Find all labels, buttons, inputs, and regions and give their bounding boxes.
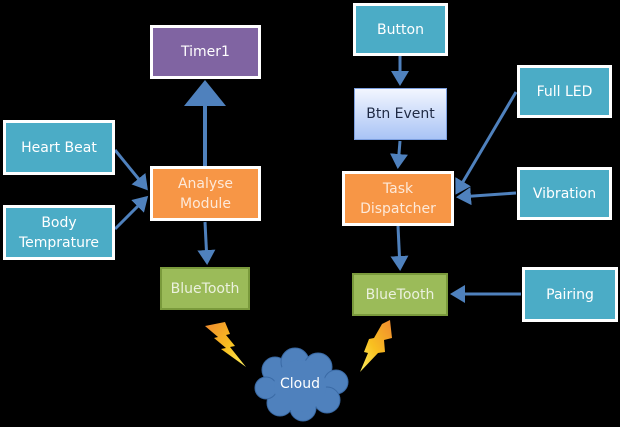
pairing-node: Pairing — [522, 267, 618, 322]
edge-vibration-to-taskdispatcher — [456, 187, 517, 206]
task-dispatcher-label-line2: Dispatcher — [360, 200, 436, 217]
edge-btnevent-to-taskdispatcher — [389, 140, 408, 169]
bluetooth-left-label: BlueTooth — [170, 280, 240, 297]
timer1-label: Timer1 — [181, 44, 230, 60]
lightning-bolt-left-icon — [205, 322, 246, 367]
bluetooth-right-label: BlueTooth — [365, 286, 435, 303]
edge-bodytemp-to-analyse — [113, 195, 149, 231]
body-temperature-label-line1: Body — [41, 214, 77, 231]
task-dispatcher-node: Task Dispatcher — [342, 171, 454, 226]
heart-beat-node: Heart Beat — [3, 120, 115, 175]
button-label: Button — [377, 21, 424, 38]
full-led-label: Full LED — [536, 83, 593, 100]
edge-taskdispatcher-to-bluetooth-right — [390, 225, 409, 271]
cloud-icon — [254, 347, 349, 422]
edge-fullled-to-taskdispatcher — [455, 91, 518, 195]
analyse-module-node: Analyse Module — [150, 166, 261, 221]
edge-analyse-to-bluetooth-left — [197, 221, 216, 265]
lightning-bolt-right-icon — [360, 320, 392, 372]
hollow-triangle-arrowhead — [184, 80, 226, 106]
bluetooth-right-node: BlueTooth — [352, 273, 448, 316]
vibration-label: Vibration — [532, 185, 597, 202]
pairing-label: Pairing — [546, 286, 594, 303]
analyse-module-label-line2: Module — [180, 195, 231, 212]
analyse-module-label-line1: Analyse — [177, 175, 234, 192]
timer1-node: Timer1 — [150, 25, 261, 79]
bluetooth-left-node: BlueTooth — [160, 267, 250, 310]
button-node: Button — [353, 3, 448, 56]
btn-event-node: Btn Event — [354, 88, 447, 140]
cloud-label: Cloud — [280, 376, 320, 392]
vibration-node: Vibration — [517, 167, 612, 220]
full-led-node: Full LED — [517, 65, 612, 118]
heart-beat-label: Heart Beat — [21, 139, 97, 156]
body-temperature-node: Body Temprature — [3, 205, 115, 260]
btn-event-label: Btn Event — [366, 106, 435, 122]
task-dispatcher-label-line1: Task — [382, 180, 414, 197]
body-temperature-label-line2: Temprature — [18, 234, 100, 251]
edge-heartbeat-to-analyse — [113, 149, 148, 191]
